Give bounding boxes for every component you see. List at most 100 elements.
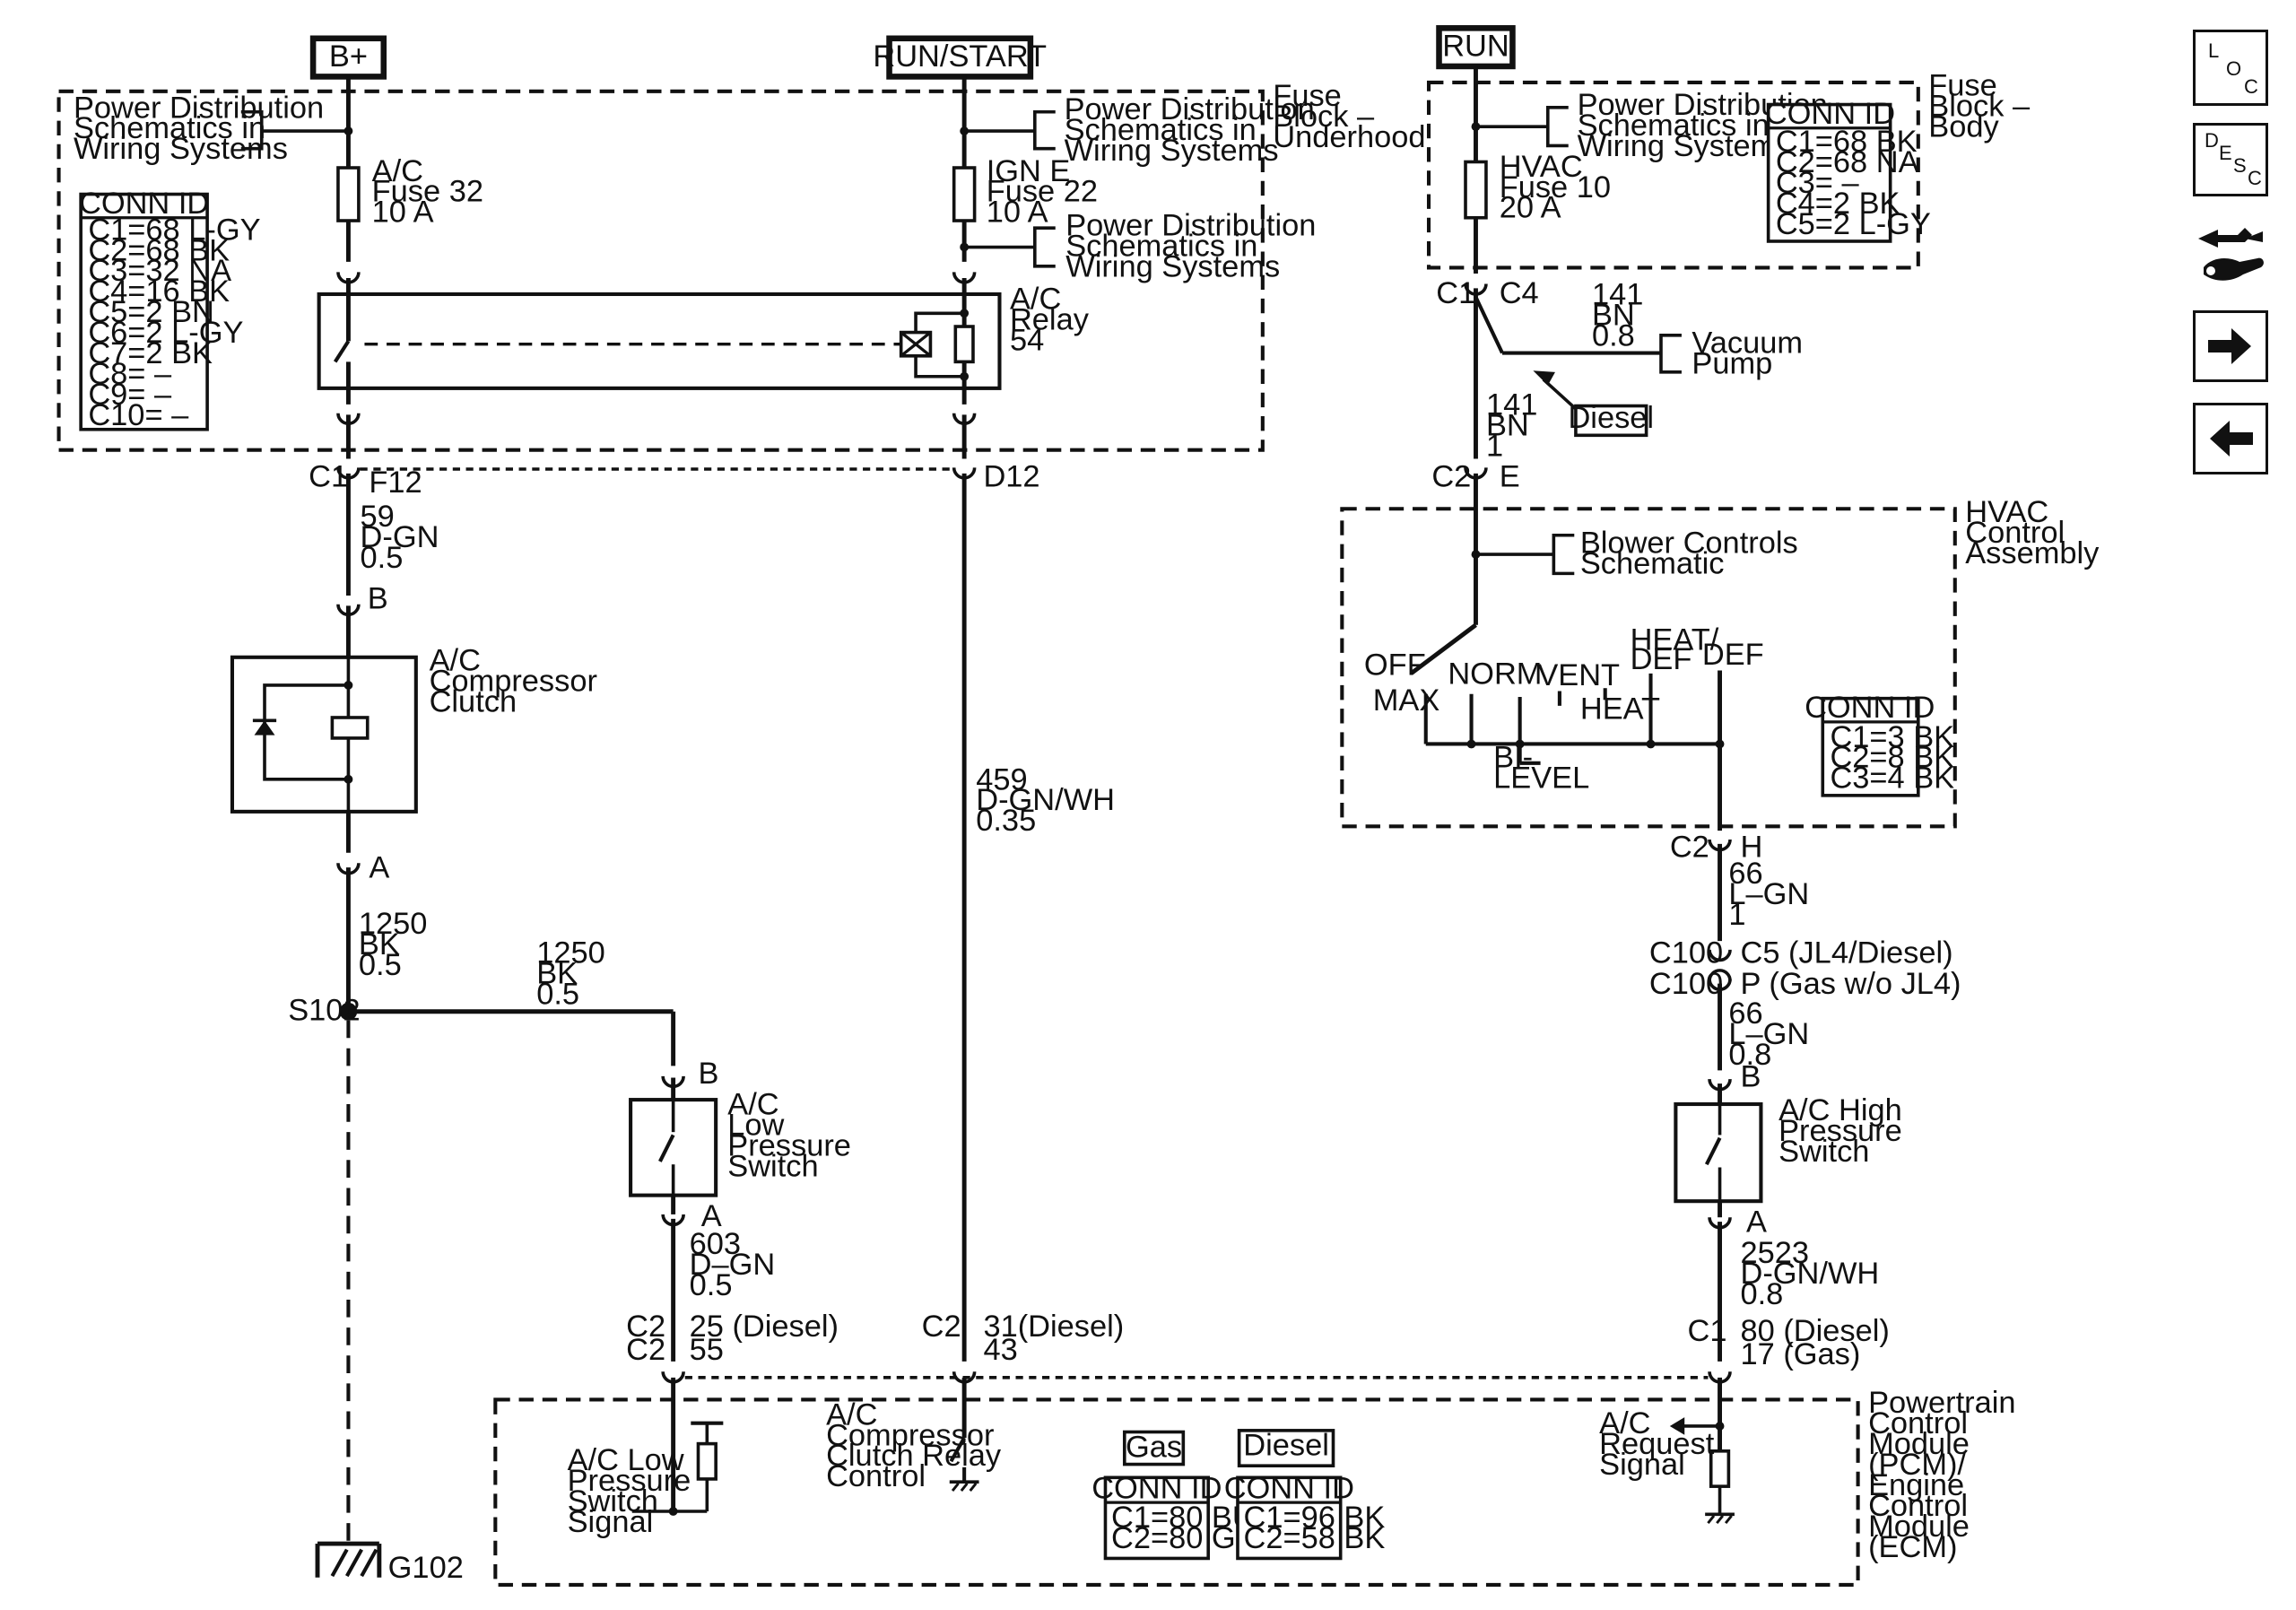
svg-text:NORM: NORM [1448, 657, 1542, 691]
svg-text:RUN: RUN [1442, 29, 1509, 63]
svg-text:66: 66 [1728, 857, 1762, 891]
run-start-circuit [952, 76, 1035, 480]
svg-text:BK: BK [359, 927, 400, 962]
svg-text:RUN/START: RUN/START [873, 39, 1047, 74]
svg-text:Assembly: Assembly [1965, 536, 2100, 570]
b-plus-tag: B+ [309, 35, 387, 80]
svg-text:Power Distribution: Power Distribution [1065, 92, 1315, 126]
svg-text:C9= –: C9= – [88, 378, 172, 412]
svg-text:Pressure: Pressure [1779, 1114, 1902, 1148]
svg-text:Module: Module [1868, 1510, 1970, 1544]
svg-text:C2=68 BK: C2=68 BK [88, 233, 230, 267]
svg-text:A: A [701, 1199, 722, 1233]
svg-text:Diesel: Diesel [1568, 401, 1654, 435]
svg-text:C2=80 GN: C2=80 GN [1111, 1521, 1258, 1555]
ac-request-signal-circuit: A/C Request Signal [1599, 1377, 1735, 1525]
fuse-32: A/C Fuse 32 10 A [372, 154, 483, 230]
fuse-block-underhood: Fuse Block – Underhood [57, 79, 1426, 452]
svg-text:Schematics in: Schematics in [1065, 113, 1257, 147]
wire-2523: 2523 D-GN/WH 0.8 [1718, 1222, 1879, 1362]
svg-text:Block –: Block – [1273, 100, 1375, 134]
svg-text:Wiring Systems: Wiring Systems [1578, 129, 1792, 163]
svg-text:Switch: Switch [568, 1484, 658, 1519]
svg-text:P (Gas w/o JL4): P (Gas w/o JL4) [1740, 967, 1961, 1001]
svg-text:G102: G102 [388, 1551, 464, 1585]
svg-text:Signal: Signal [568, 1505, 654, 1539]
vacuum-pump: Vacuum Pump [1692, 326, 1803, 381]
service-tools-icon[interactable] [2193, 212, 2268, 294]
svg-text:Schematic: Schematic [1580, 546, 1725, 580]
svg-text:HEAT: HEAT [1580, 692, 1660, 727]
next-button[interactable] [2193, 310, 2268, 382]
svg-text:C1=3 BK: C1=3 BK [1830, 720, 1954, 754]
svg-text:Powertrain: Powertrain [1868, 1386, 2015, 1420]
conn-id-hvac: CONN ID C1=3 BK C2=8 BK C3=4 BK [1805, 691, 1954, 797]
diesel-option-tag: Diesel [1533, 370, 1654, 438]
svg-text:VENT: VENT [1537, 658, 1620, 692]
svg-text:C1: C1 [309, 460, 348, 494]
svg-text:E: E [1500, 460, 1520, 494]
svg-text:B: B [698, 1057, 718, 1091]
svg-text:L–GN: L–GN [1728, 1017, 1809, 1051]
fuse-block-body: Fuse Block – Body [1426, 69, 2031, 270]
arrow-right-icon [2208, 328, 2251, 364]
svg-text:1: 1 [1486, 429, 1503, 463]
wire-1250-main: 1250 BK 0.5 [345, 867, 427, 1012]
svg-text:C2: C2 [626, 1333, 665, 1367]
svg-text:2523: 2523 [1740, 1236, 1809, 1270]
svg-text:Low: Low [727, 1108, 784, 1142]
ground-g102: G102 [315, 1020, 464, 1585]
svg-text:Switch: Switch [727, 1149, 818, 1183]
svg-text:BN: BN [1486, 408, 1529, 442]
svg-text:Signal: Signal [1599, 1448, 1685, 1482]
svg-text:Compressor: Compressor [430, 664, 597, 698]
svg-text:Switch: Switch [1779, 1135, 1869, 1169]
svg-text:603: 603 [690, 1227, 741, 1261]
svg-text:C3=4 BK: C3=4 BK [1830, 761, 1954, 796]
conn-id-body: CONN ID C1=68 BK C2=68 NA C3= – C4=2 BK … [1765, 97, 1931, 243]
svg-text:Control: Control [1965, 516, 2065, 550]
svg-text:D–GN: D–GN [690, 1248, 776, 1282]
location-button[interactable]: L O C [2193, 30, 2268, 106]
svg-text:A: A [1746, 1205, 1767, 1240]
svg-text:59: 59 [361, 500, 395, 534]
svg-text:B: B [368, 582, 388, 616]
desc-letter-c: C [2248, 167, 2262, 189]
svg-text:Block –: Block – [1928, 90, 2031, 124]
svg-text:31(Diesel): 31(Diesel) [983, 1310, 1124, 1344]
svg-text:CONN ID: CONN ID [1224, 1471, 1354, 1505]
svg-text:A/C High: A/C High [1779, 1093, 1902, 1127]
loc-letter-o: O [2226, 57, 2242, 80]
svg-text:C2: C2 [922, 1310, 961, 1344]
description-button[interactable]: D E S C [2193, 123, 2268, 196]
svg-text:0.5: 0.5 [361, 541, 404, 575]
svg-text:LEVEL: LEVEL [1493, 761, 1589, 796]
svg-text:C2: C2 [1431, 460, 1471, 494]
arrow-left-icon [2210, 421, 2253, 457]
splice-s102: S102 1250 BK 0.5 [288, 936, 676, 1066]
svg-text:Pressure: Pressure [568, 1464, 691, 1498]
svg-text:Fuse 32: Fuse 32 [372, 175, 483, 209]
wire-141-main: 141 BN 1 [1486, 387, 1537, 463]
svg-text:C1: C1 [1687, 1314, 1726, 1348]
svg-text:Clutch Relay: Clutch Relay [826, 1439, 1002, 1473]
conn-id-underhood: CONN ID C1=68 L-GY C2=68 BK C3=32 NA C4=… [79, 187, 261, 432]
previous-button[interactable] [2193, 403, 2268, 474]
svg-text:B+: B+ [329, 39, 368, 74]
svg-text:Diesel: Diesel [1243, 1429, 1329, 1463]
svg-text:B: B [1740, 1059, 1761, 1093]
wire-603: 603 D–GN 0.5 [671, 1218, 776, 1362]
svg-text:HEAT/: HEAT/ [1631, 623, 1719, 657]
svg-text:Fuse: Fuse [1928, 69, 1997, 103]
svg-text:C2=68 NA: C2=68 NA [1776, 145, 1919, 179]
svg-text:C3=32 NA: C3=32 NA [88, 254, 231, 288]
svg-text:Power Distribution: Power Distribution [1065, 208, 1316, 242]
svg-text:HVAC: HVAC [1500, 150, 1583, 184]
svg-text:MAX: MAX [1373, 683, 1440, 718]
svg-text:A/C: A/C [372, 154, 423, 188]
hvac-control-assembly: HVAC Control Assembly Blower Controls Sc… [1340, 473, 2100, 829]
svg-text:D-GN/WH: D-GN/WH [976, 783, 1115, 817]
svg-text:HVAC: HVAC [1965, 495, 2048, 529]
svg-text:C1=68 L-GY: C1=68 L-GY [88, 213, 260, 247]
svg-text:C8= –: C8= – [88, 357, 172, 391]
